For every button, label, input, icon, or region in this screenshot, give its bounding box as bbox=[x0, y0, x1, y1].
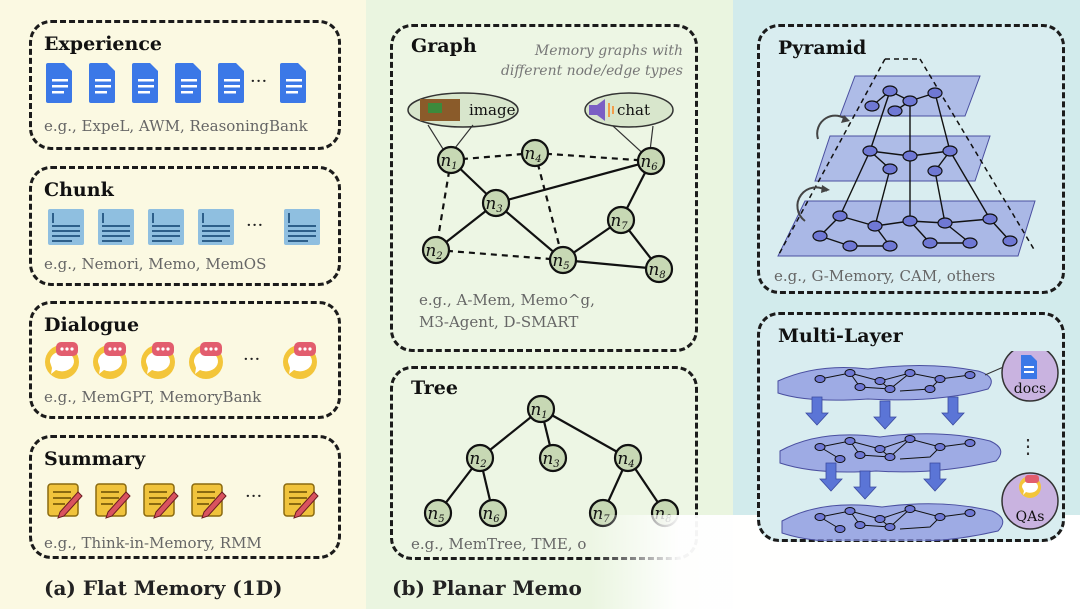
graph-note-line1: Memory graphs with bbox=[534, 43, 683, 59]
chunk-icon bbox=[48, 209, 84, 245]
chat-node-label: chat bbox=[617, 101, 650, 119]
note-pencil-icon bbox=[143, 483, 179, 519]
layer-node bbox=[814, 369, 976, 533]
planar-memory-caption: (b) Planar Memo bbox=[392, 576, 582, 600]
doc-icon bbox=[218, 63, 244, 103]
graph-examples-line1: e.g., A-Mem, Memo^g, bbox=[419, 291, 595, 309]
chat-bubble-icon bbox=[283, 342, 317, 379]
note-pencil-icon bbox=[95, 483, 131, 519]
chunk-examples: e.g., Nemori, Memo, MemOS bbox=[44, 255, 267, 273]
multilayer-title: Multi-Layer bbox=[778, 325, 903, 347]
docs-label: docs bbox=[1014, 381, 1046, 397]
graph-examples: e.g., A-Mem, Memo^g, M3-Agent, D-SMART bbox=[419, 289, 595, 333]
pyramid-examples: e.g., G-Memory, CAM, others bbox=[774, 267, 996, 285]
summary-examples: e.g., Think-in-Memory, RMM bbox=[44, 534, 262, 552]
multilayer-card: Multi-Layer bbox=[757, 312, 1065, 542]
qas-bubble: QAs bbox=[1001, 472, 1059, 530]
chat-node-callout: chat bbox=[584, 92, 674, 161]
dialogue-title: Dialogue bbox=[44, 314, 140, 336]
summary-ellipsis: ··· bbox=[245, 486, 263, 507]
chunk-title: Chunk bbox=[44, 179, 114, 201]
tree-card: Tree n1 n2 n3 n4 n5 n6 n7 n8 e.g., bbox=[390, 366, 698, 560]
doc-icon bbox=[46, 63, 72, 103]
hierarchical-memory-panel: Pyramid bbox=[733, 0, 1080, 542]
flat-memory-caption: (a) Flat Memory (1D) bbox=[44, 576, 283, 600]
dialogue-icons bbox=[42, 340, 337, 382]
rotate-arrow-icon bbox=[796, 186, 828, 222]
pyramid-diagram bbox=[777, 58, 1036, 257]
chunk-card: Chunk ··· e.g., Nemori, Memo, MemOS bbox=[29, 166, 341, 286]
docs-bubble: docs bbox=[984, 351, 1059, 402]
chunk-icon bbox=[148, 209, 184, 245]
experience-card: Experience bbox=[29, 20, 341, 150]
doc-icon bbox=[175, 63, 201, 103]
pyramid-card: Pyramid bbox=[757, 24, 1065, 294]
graph-title: Graph bbox=[411, 35, 477, 57]
summary-card: Summary ··· e.g., Think-in-Memory, RMM bbox=[29, 435, 341, 559]
chat-bubble-icon bbox=[93, 342, 127, 379]
down-arrow-icon bbox=[805, 396, 965, 500]
multilayer-diagram: docs ⋮ QAs bbox=[777, 351, 1059, 541]
graph-note: Memory graphs with different node/edge t… bbox=[501, 41, 683, 81]
pyramid-node bbox=[812, 85, 1018, 252]
graph-note-line2: different node/edge types bbox=[500, 63, 683, 79]
dialogue-ellipsis: ··· bbox=[243, 349, 261, 370]
doc-icon bbox=[89, 63, 115, 103]
experience-ellipsis: ··· bbox=[250, 71, 268, 92]
note-pencil-icon bbox=[191, 483, 227, 519]
graph-card: Graph Memory graphs with different node/… bbox=[390, 24, 698, 352]
graph-diagram: image chat bbox=[407, 92, 674, 284]
note-pencil-icon bbox=[47, 483, 83, 519]
image-node-callout: image bbox=[407, 92, 519, 159]
summary-title: Summary bbox=[44, 448, 146, 470]
note-pencil-icon bbox=[283, 483, 319, 519]
experience-doc-icons bbox=[46, 63, 336, 105]
tree-title: Tree bbox=[411, 377, 458, 399]
experience-title: Experience bbox=[44, 33, 162, 55]
chat-bubble-icon bbox=[189, 342, 223, 379]
dialogue-card: Dialogue ··· e.g., MemGPT, MemoryBank bbox=[29, 301, 341, 419]
summary-icons bbox=[46, 480, 336, 520]
chat-bubble-icon bbox=[141, 342, 175, 379]
chunk-icon bbox=[98, 209, 134, 245]
chunk-icon bbox=[284, 209, 320, 245]
qas-label: QAs bbox=[1016, 509, 1045, 525]
experience-examples: e.g., ExpeL, AWM, ReasoningBank bbox=[44, 117, 308, 135]
chunk-icons bbox=[46, 209, 336, 247]
pyramid-title: Pyramid bbox=[778, 37, 867, 59]
chunk-icon bbox=[198, 209, 234, 245]
chunk-ellipsis: ··· bbox=[246, 215, 264, 236]
chat-bubble-icon bbox=[45, 342, 79, 379]
image-node-label: image bbox=[469, 101, 516, 119]
graph-node bbox=[421, 138, 674, 284]
flat-memory-panel: Experience bbox=[0, 0, 366, 609]
dialogue-examples: e.g., MemGPT, MemoryBank bbox=[44, 388, 262, 406]
tree-examples: e.g., MemTree, TME, o bbox=[411, 535, 587, 553]
layer-vdots: ⋮ bbox=[1018, 434, 1038, 458]
tree-diagram: n1 n2 n3 n4 n5 n6 n7 n8 bbox=[423, 394, 680, 528]
graph-examples-line2: M3-Agent, D-SMART bbox=[419, 313, 579, 331]
doc-icon bbox=[132, 63, 158, 103]
planar-memory-panel: Graph Memory graphs with different node/… bbox=[366, 0, 733, 609]
doc-icon bbox=[280, 63, 306, 103]
